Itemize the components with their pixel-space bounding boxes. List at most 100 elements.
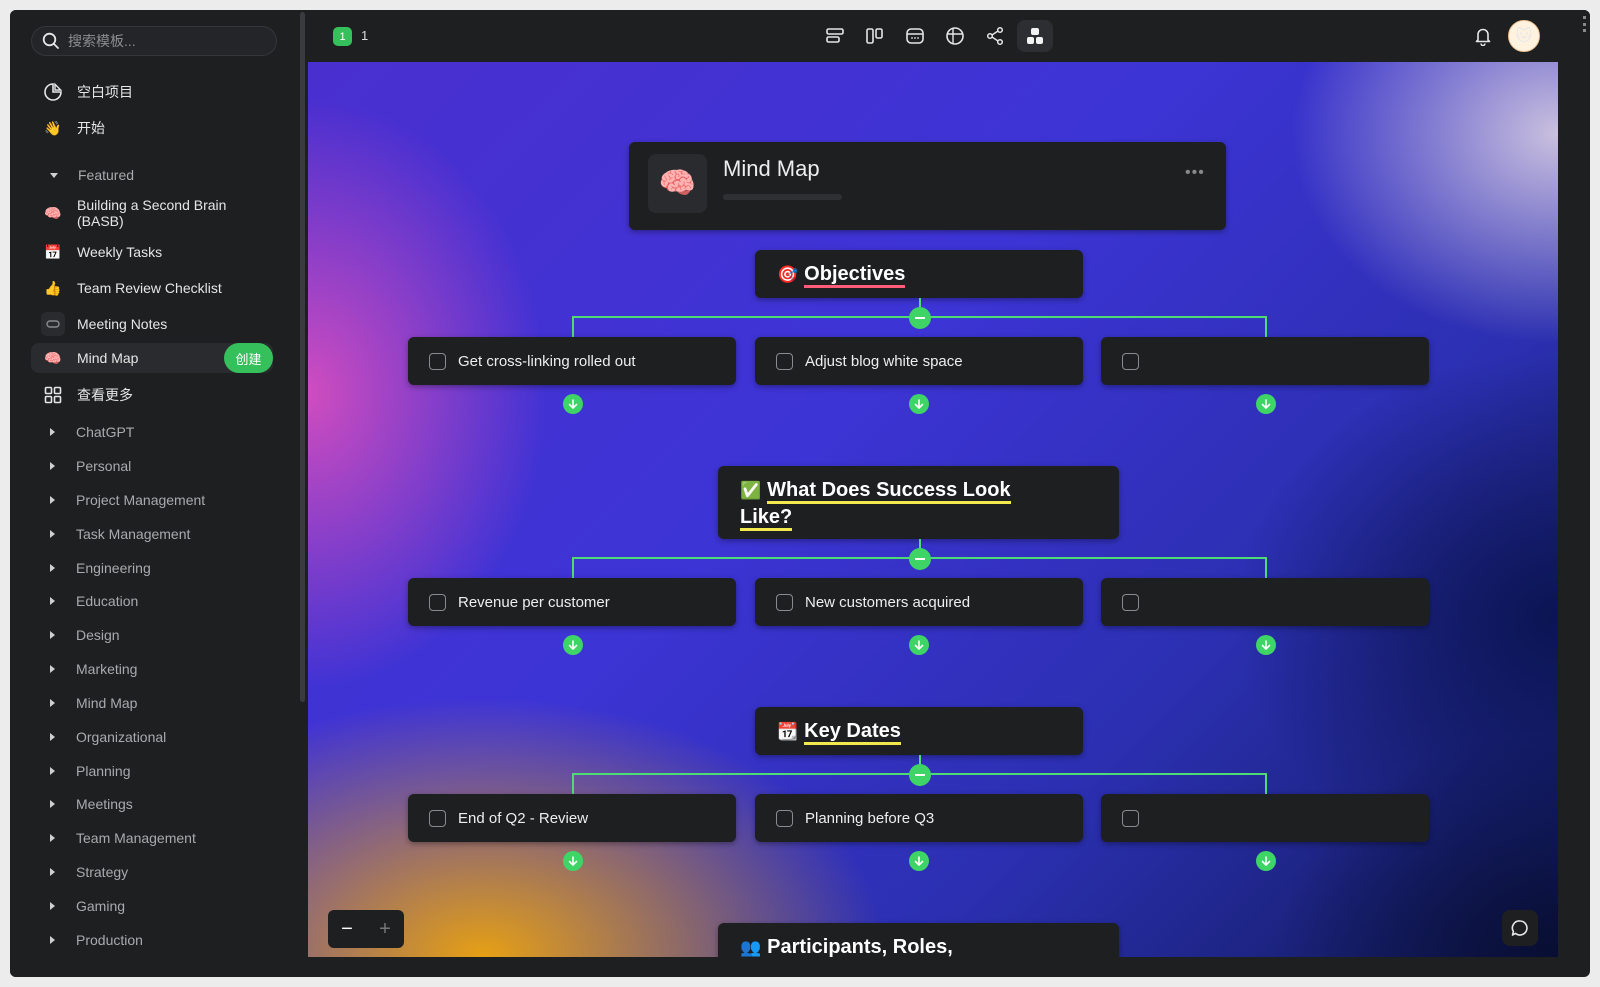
expand-arrow-icon[interactable] [1256,394,1276,414]
zoom-out-button[interactable]: − [341,917,353,940]
sidebar-item-meeting-notes[interactable]: Meeting Notes [31,309,273,339]
category-marketing[interactable]: Marketing [50,658,137,680]
task-checkbox[interactable] [429,352,446,370]
brain-icon[interactable]: 🧠 [648,154,707,213]
chevron-right-icon [50,868,55,876]
top-toolbar: 1 1 🐱 [308,10,1590,62]
create-button[interactable]: 创建 [224,343,273,373]
category-meetings[interactable]: Meetings [50,793,133,815]
sidebar-item-start[interactable]: 👋 开始 [31,113,273,143]
sidebar-item-weekly-tasks[interactable]: 📅 Weekly Tasks [31,237,273,267]
page-title[interactable]: Mind Map [723,156,820,181]
task-node[interactable]: Adjust blog white space [755,337,1083,385]
expand-arrow-icon[interactable] [909,394,929,414]
sidebar-item-basb[interactable]: 🧠 Building a Second Brain (BASB) [31,195,273,231]
task-node[interactable]: Revenue per customer [408,578,736,626]
chat-button[interactable] [1502,910,1538,946]
category-label: Task Management [76,526,191,542]
category-task-management[interactable]: Task Management [50,523,190,545]
sidebar-item-label: 空白项目 [77,84,133,100]
collapse-toggle[interactable] [909,548,931,570]
category-label: Education [76,593,139,609]
search-box[interactable] [31,26,277,56]
task-node[interactable]: New customers acquired [755,578,1083,626]
section-node-participants[interactable]: 👥Participants, Roles, [718,923,1119,957]
task-checkbox[interactable] [429,809,446,827]
section-title: Objectives [804,263,906,288]
brain-icon: 🧠 [44,349,62,366]
category-organizational[interactable]: Organizational [50,726,166,748]
list-view-icon[interactable] [817,20,853,52]
category-label: Marketing [76,661,138,677]
calendar-view-icon[interactable] [897,20,933,52]
avatar[interactable]: 🐱 [1508,20,1540,52]
task-title: Planning before Q3 [805,809,935,827]
zoom-in-button[interactable]: + [379,917,391,940]
table-view-icon[interactable] [937,20,973,52]
task-checkbox[interactable] [1122,593,1139,611]
featured-section-toggle[interactable]: Featured [50,164,134,186]
category-project-management[interactable]: Project Management [50,489,205,511]
expand-arrow-icon[interactable] [563,851,583,871]
expand-arrow-icon[interactable] [1256,635,1276,655]
category-gaming[interactable]: Gaming [50,895,125,917]
mind-map-canvas[interactable]: 🧠 Mind Map ••• 🎯Objectives Get cross-lin… [308,62,1558,957]
task-node[interactable]: End of Q2 - Review [408,794,736,842]
section-node-objectives[interactable]: 🎯Objectives [755,250,1083,298]
category-production[interactable]: Production [50,929,143,951]
chevron-right-icon [50,564,55,572]
bell-icon[interactable] [1471,24,1495,48]
task-title: Revenue per customer [458,593,610,611]
task-node[interactable] [1101,794,1429,842]
category-design[interactable]: Design [50,624,120,646]
category-personal[interactable]: Personal [50,455,131,477]
section-title-line2: Like? [740,506,793,531]
category-label: Engineering [76,560,151,576]
task-node[interactable]: Get cross-linking rolled out [408,337,736,385]
expand-arrow-icon[interactable] [563,394,583,414]
connector-line [1265,557,1267,579]
task-node[interactable]: Planning before Q3 [755,794,1083,842]
search-input[interactable] [68,33,258,49]
graph-view-icon[interactable] [977,20,1013,52]
collapse-toggle[interactable] [909,764,931,786]
category-engineering[interactable]: Engineering [50,557,151,579]
section-heading: ✅What Does Success Look Like? [740,477,1011,531]
task-checkbox[interactable] [776,352,793,370]
more-options-icon[interactable]: ••• [1185,164,1205,181]
chevron-right-icon [50,733,55,741]
window-resize-handle[interactable] [1583,16,1586,32]
collapse-toggle[interactable] [909,307,931,329]
mindmap-view-icon[interactable] [1017,20,1053,52]
sidebar-item-team-review[interactable]: 👍 Team Review Checklist [31,273,273,303]
sidebar-item-label: Mind Map [77,350,139,366]
search-icon [42,32,59,49]
category-education[interactable]: Education [50,590,138,612]
category-mind-map[interactable]: Mind Map [50,692,137,714]
task-checkbox[interactable] [429,593,446,611]
task-checkbox[interactable] [1122,352,1139,370]
task-checkbox[interactable] [1122,809,1139,827]
category-strategy[interactable]: Strategy [50,861,128,883]
section-node-key-dates[interactable]: 📆Key Dates [755,707,1083,755]
sidebar-item-see-more[interactable]: 查看更多 [31,380,273,410]
category-planning[interactable]: Planning [50,760,131,782]
expand-arrow-icon[interactable] [909,851,929,871]
category-chatgpt[interactable]: ChatGPT [50,421,134,443]
sidebar-item-label: 查看更多 [77,387,133,403]
task-node[interactable] [1101,578,1429,626]
sidebar-item-blank-project[interactable]: 空白项目 [31,77,273,107]
sidebar-scrollbar[interactable] [300,12,305,702]
task-node[interactable] [1101,337,1429,385]
task-checkbox[interactable] [776,809,793,827]
expand-arrow-icon[interactable] [909,635,929,655]
board-view-icon[interactable] [857,20,893,52]
mind-map-title-card[interactable]: 🧠 Mind Map ••• [629,142,1226,230]
notification-badge[interactable]: 1 [333,27,352,46]
expand-arrow-icon[interactable] [563,635,583,655]
chevron-right-icon [50,767,55,775]
category-team-management[interactable]: Team Management [50,827,196,849]
expand-arrow-icon[interactable] [1256,851,1276,871]
section-node-success[interactable]: ✅What Does Success Look Like? [718,466,1119,539]
task-checkbox[interactable] [776,593,793,611]
